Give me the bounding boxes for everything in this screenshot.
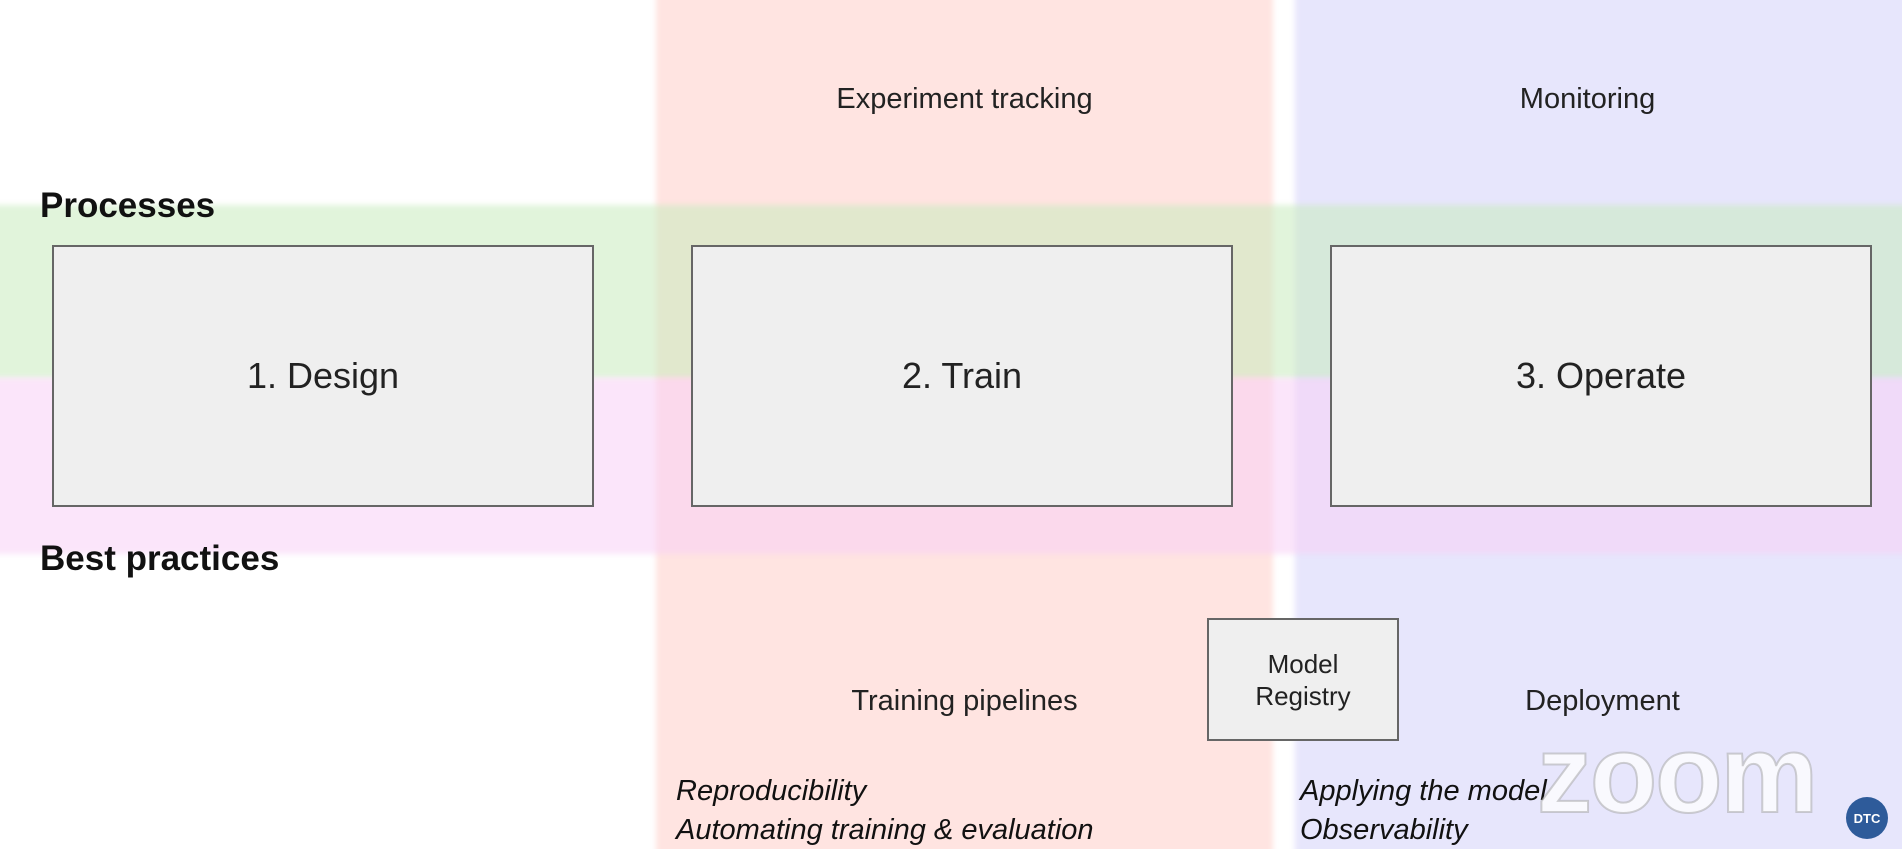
processes-heading: Processes bbox=[40, 186, 216, 225]
note-automating-training: Automating training & evaluation bbox=[676, 814, 1094, 846]
note-observability: Observability bbox=[1300, 814, 1468, 846]
deployment-label: Deployment bbox=[1525, 685, 1680, 717]
zoom-watermark: zoom bbox=[1536, 713, 1819, 836]
model-registry-line2: Registry bbox=[1255, 680, 1351, 711]
train-stage-label: 2. Train bbox=[901, 355, 1023, 396]
note-applying-model: Applying the model bbox=[1300, 775, 1547, 807]
design-stage-box: 1. Design bbox=[52, 245, 594, 507]
avatar: DTC bbox=[1846, 797, 1888, 839]
design-stage-label: 1. Design bbox=[246, 355, 400, 396]
train-stage-box: 2. Train bbox=[691, 245, 1233, 507]
best-practices-heading: Best practices bbox=[40, 539, 280, 578]
model-registry-box: Model Registry bbox=[1207, 618, 1399, 741]
note-reproducibility: Reproducibility bbox=[676, 775, 867, 807]
experiment-tracking-label: Experiment tracking bbox=[836, 83, 1093, 115]
training-pipelines-label: Training pipelines bbox=[851, 685, 1078, 717]
operate-stage-box: 3. Operate bbox=[1330, 245, 1872, 507]
operate-stage-label: 3. Operate bbox=[1515, 355, 1687, 396]
operate-notes: Applying the model Observability bbox=[1300, 772, 1547, 849]
train-notes: Reproducibility Automating training & ev… bbox=[676, 772, 1094, 849]
model-registry-line1: Model bbox=[1267, 648, 1339, 679]
monitoring-label: Monitoring bbox=[1519, 83, 1656, 115]
